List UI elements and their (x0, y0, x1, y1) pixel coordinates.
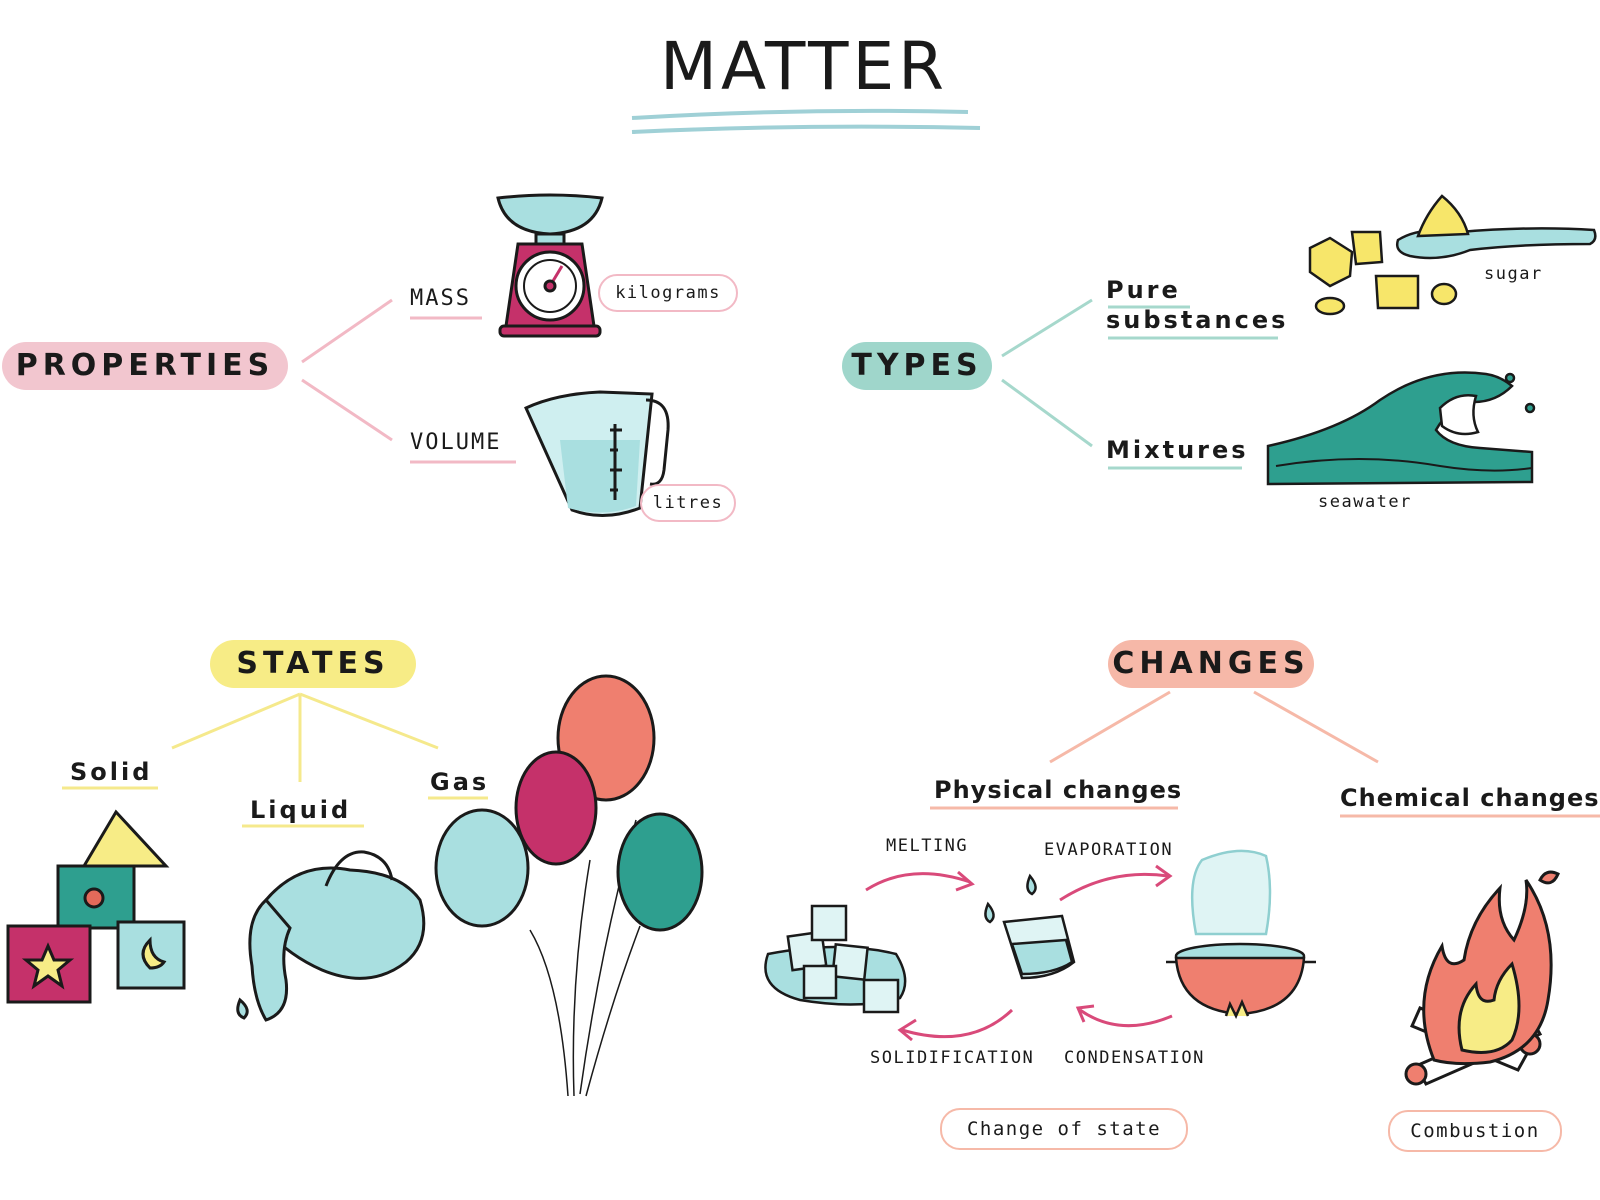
wave-icon (1266, 371, 1536, 486)
properties-connectors (301, 298, 393, 442)
title-underline (631, 108, 981, 134)
kilograms-unit: kilograms (598, 274, 738, 312)
water-glass-icon (984, 873, 1076, 980)
mass-label: MASS (410, 286, 471, 311)
mixtures-label: Mixtures (1106, 436, 1249, 464)
solid-label: Solid (70, 758, 153, 786)
ice-cubes-icon (764, 904, 907, 1014)
states-underlines (62, 786, 488, 828)
sugar-cubes-icon (1308, 194, 1597, 316)
change-of-state-caption: Change of state (940, 1108, 1188, 1150)
pure-substances-label-line1: Pure (1106, 276, 1181, 304)
campfire-icon (1404, 870, 1560, 1086)
measuring-jug-icon (524, 390, 670, 518)
pure-substances-label-line2: substances (1106, 306, 1289, 334)
boiling-pot-icon (1166, 849, 1316, 1019)
physical-changes-label: Physical changes (934, 776, 1183, 804)
melting-label: MELTING (886, 836, 969, 856)
properties-pill: PROPERTIES (2, 342, 288, 390)
condensation-label: CONDENSATION (1064, 1048, 1205, 1068)
toy-blocks-icon (6, 809, 186, 1004)
changes-underlines (930, 806, 1600, 818)
change-of-state-arrows (865, 864, 1173, 1042)
states-pill: STATES (210, 640, 416, 688)
solidification-label: SOLIDIFICATION (870, 1048, 1035, 1068)
volume-label: VOLUME (410, 430, 502, 455)
changes-pill: CHANGES (1108, 640, 1314, 688)
combustion-caption: Combustion (1388, 1110, 1562, 1152)
balloons-icon (434, 674, 704, 1097)
litres-unit: litres (640, 484, 736, 522)
types-connectors (1001, 298, 1093, 448)
sugar-caption: sugar (1484, 264, 1543, 284)
liquid-label: Liquid (250, 796, 352, 824)
types-underlines (1108, 305, 1278, 470)
pouring-jug-icon (236, 850, 426, 1022)
changes-connectors (1049, 690, 1379, 764)
evaporation-label: EVAPORATION (1044, 840, 1174, 860)
page-title: MATTER (660, 28, 948, 105)
properties-underlines (410, 316, 516, 464)
kitchen-scale-icon (496, 193, 604, 338)
states-connectors (171, 692, 439, 782)
types-pill: TYPES (842, 342, 992, 390)
chemical-changes-label: Chemical changes (1340, 784, 1600, 812)
gas-label: Gas (430, 768, 490, 796)
seawater-caption: seawater (1318, 492, 1412, 512)
